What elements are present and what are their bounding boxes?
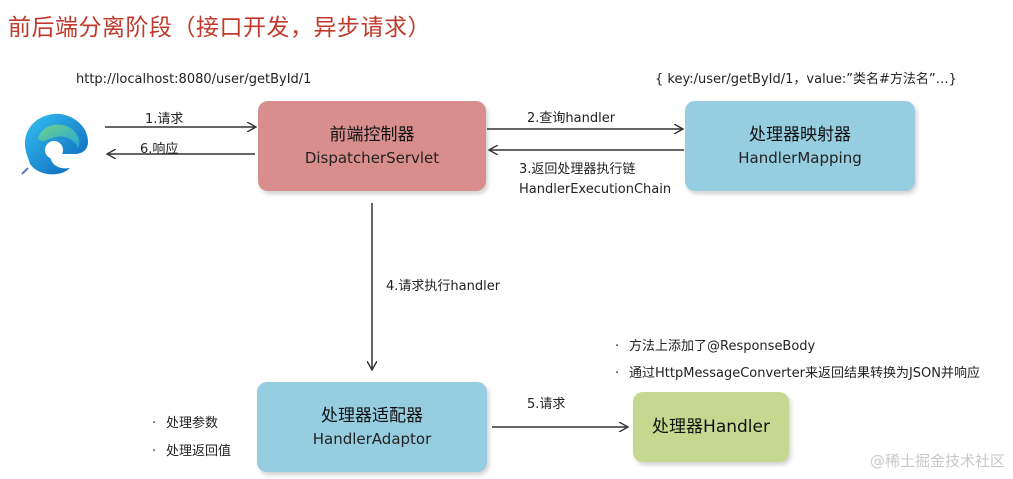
browser-icon [21,113,88,175]
dispatcher-servlet-box: 前端控制器 DispatcherServlet [258,101,486,191]
step5-label: 5.请求 [527,397,566,412]
adaptor-bullet: ·处理返回值 [152,444,232,459]
page-title: 前后端分离阶段（接口开发，异步请求） [8,15,431,41]
handler-mapping-box: 处理器映射器 HandlerMapping [685,101,915,191]
handler-box: 处理器Handler [633,392,789,462]
dispatcher-sub-label: DispatcherServlet [304,149,440,167]
adaptor-sub-label: HandlerAdaptor [312,430,432,448]
dispatcher-main-label: 前端控制器 [329,125,415,145]
mapping-note: { key:/user/getById/1，value:”类名#方法名”…} [655,72,957,87]
step2-label: 2.查询handler [527,111,616,126]
mapping-sub-label: HandlerMapping [738,149,862,167]
mapping-main-label: 处理器映射器 [749,125,851,145]
adaptor-bullet: ·处理参数 [152,416,219,431]
step1-label: 1.请求 [145,112,184,127]
handler-bullet: ·通过HttpMessageConverter来返回结果转换为JSON并响应 [615,366,980,381]
handler-main-label: 处理器Handler [652,417,770,437]
step3-label-line1: 3.返回处理器执行链 [519,162,636,177]
watermark: @稀土掘金技术社区 [869,452,1005,470]
step3-label-line2: HandlerExecutionChain [519,182,672,197]
adaptor-main-label: 处理器适配器 [321,406,423,426]
handler-adaptor-box: 处理器适配器 HandlerAdaptor [257,382,487,472]
handler-bullet: ·方法上添加了@ResponseBody [615,339,816,354]
step4-label: 4.请求执行handler [386,279,501,294]
step6-label: 6.响应 [140,142,179,157]
request-url: http://localhost:8080/user/getById/1 [76,72,312,87]
